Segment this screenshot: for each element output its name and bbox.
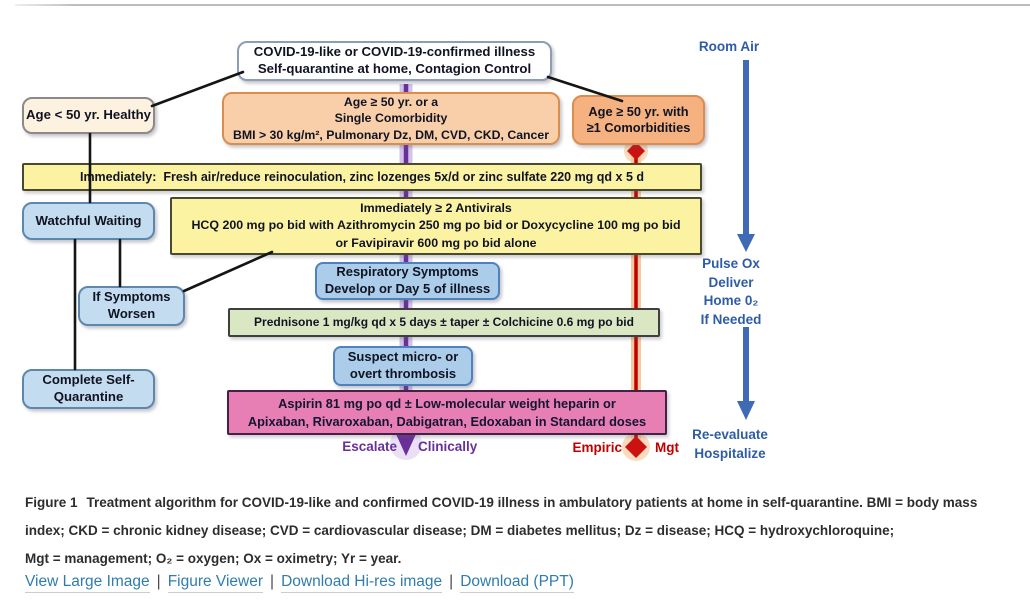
- figure-viewer-link[interactable]: Figure Viewer: [167, 573, 264, 593]
- pulse-ox-line: Home 0₂: [703, 293, 759, 308]
- pulse-ox-line: Deliver: [708, 274, 754, 290]
- node-age-under-50: Age < 50 yr. Healthy: [22, 97, 155, 134]
- empiric-diamond-bottom-icon: [625, 436, 647, 458]
- download-ppt-link[interactable]: Download (PPT): [460, 573, 574, 593]
- caption-line-2: index; CKD = chronic kidney disease; CVD…: [25, 523, 895, 538]
- node-line: BMI > 30 kg/m², Pulmonary Dz, DM, CVD, C…: [232, 127, 550, 142]
- node-line: Apixaban, Rivaroxaban, Dabigatran, Edoxa…: [247, 413, 647, 429]
- reevaluate-line: Re-evaluate: [692, 427, 768, 442]
- node-entry-line: COVID-19-like or COVID-19-confirmed illn…: [253, 44, 536, 60]
- pulse-ox-arrow-icon: [737, 327, 755, 420]
- node-prednisone: Prednisone 1 mg/kg qd x 5 days ± taper ±…: [228, 308, 660, 337]
- top-divider: [15, 4, 1030, 6]
- node-antivirals: Immediately ≥ 2 Antivirals HCQ 200 mg po…: [170, 197, 702, 255]
- room-air-arrow-icon: [737, 60, 755, 252]
- node-watchful-waiting: Watchful Waiting: [22, 202, 155, 240]
- node-line: Immediately: Fresh air/reduce reinoculat…: [79, 170, 645, 184]
- clinically-label: Clinically: [418, 439, 478, 454]
- escalate-arrowhead-icon: [396, 434, 416, 456]
- caption-text: Treatment algorithm for COVID-19-like an…: [86, 495, 978, 510]
- caption-line-1: Figure 1 Treatment algorithm for COVID-19…: [25, 489, 977, 517]
- node-line: Worsen: [107, 306, 156, 321]
- escalate-label: Escalate: [342, 439, 397, 454]
- node-line: overt thrombosis: [349, 366, 457, 381]
- link-separator: |: [270, 573, 275, 590]
- node-line: Suspect micro- or: [347, 349, 459, 365]
- link-separator: |: [449, 573, 454, 590]
- node-line: HCQ 200 mg po bid with Azithromycin 250 …: [191, 218, 681, 233]
- node-line: Immediately ≥ 2 Antivirals: [360, 200, 512, 215]
- node-line: Watchful Waiting: [35, 212, 142, 228]
- empiric-label: Empiric: [572, 440, 622, 455]
- reevaluate-line: Hospitalize: [694, 446, 766, 461]
- node-line: Single Comorbidity: [334, 111, 448, 126]
- node-entry: COVID-19-like or COVID-19-confirmed illn…: [237, 41, 552, 81]
- node-line: Age ≥ 50 yr. with: [588, 103, 689, 119]
- connector-worsen-to-antivirals: [182, 250, 274, 293]
- node-line: Aspirin 81 mg po qd ± Low-molecular weig…: [278, 395, 616, 411]
- link-separator: |: [156, 573, 161, 590]
- node-zinc: Immediately: Fresh air/reduce reinoculat…: [22, 163, 702, 191]
- caption-line-3: Mgt = management; O₂ = oxygen; Ox = oxim…: [25, 551, 402, 566]
- node-age-over-50-single: Age ≥ 50 yr. or a Single Comorbidity BMI…: [222, 92, 560, 145]
- node-line: Prednisone 1 mg/kg qd x 5 days ± taper ±…: [254, 314, 634, 329]
- pulse-ox-label: Pulse Ox Deliver Home 0₂ If Needed: [686, 255, 776, 329]
- node-respiratory-symptoms: Respiratory Symptoms Develop or Day 5 of…: [315, 262, 500, 300]
- reevaluate-label: Re-evaluate Hospitalize: [680, 425, 780, 463]
- pulse-ox-line: Pulse Ox: [702, 256, 760, 271]
- node-aspirin: Aspirin 81 mg po qd ± Low-molecular weig…: [227, 390, 667, 435]
- node-age-under-50-line: Age < 50 yr. Healthy: [26, 107, 151, 123]
- node-line: Complete Self-: [42, 372, 135, 388]
- node-entry-line: Self-quarantine at home, Contagion Contr…: [257, 61, 532, 76]
- node-if-symptoms-worsen: If Symptoms Worsen: [78, 286, 185, 326]
- node-thrombosis: Suspect micro- or overt thrombosis: [333, 346, 473, 386]
- figure-action-links: View Large Image | Figure Viewer | Download …: [25, 573, 574, 593]
- figure-number: Figure 1: [25, 495, 78, 510]
- view-large-image-link[interactable]: View Large Image: [25, 573, 150, 593]
- room-air-label: Room Air: [698, 39, 760, 54]
- node-complete-self-quarantine: Complete Self- Quarantine: [22, 369, 155, 409]
- node-line: or Favipiravir 600 mg po bid alone: [335, 235, 537, 250]
- node-line: If Symptoms: [92, 289, 171, 305]
- download-hires-link[interactable]: Download Hi-res image: [281, 573, 443, 593]
- pulse-ox-line: If Needed: [700, 311, 762, 327]
- figure-caption: Figure 1 Treatment algorithm for COVID-19…: [25, 489, 977, 573]
- node-line: ≥1 Comorbidities: [586, 120, 691, 135]
- node-line: Develop or Day 5 of illness: [324, 281, 491, 296]
- node-line: Quarantine: [53, 389, 124, 404]
- mgt-label: Mgt: [655, 440, 679, 455]
- node-line: Respiratory Symptoms: [336, 264, 479, 280]
- node-age-over-50-multi: Age ≥ 50 yr. with ≥1 Comorbidities: [572, 95, 705, 145]
- node-line: Age ≥ 50 yr. or a: [343, 94, 439, 109]
